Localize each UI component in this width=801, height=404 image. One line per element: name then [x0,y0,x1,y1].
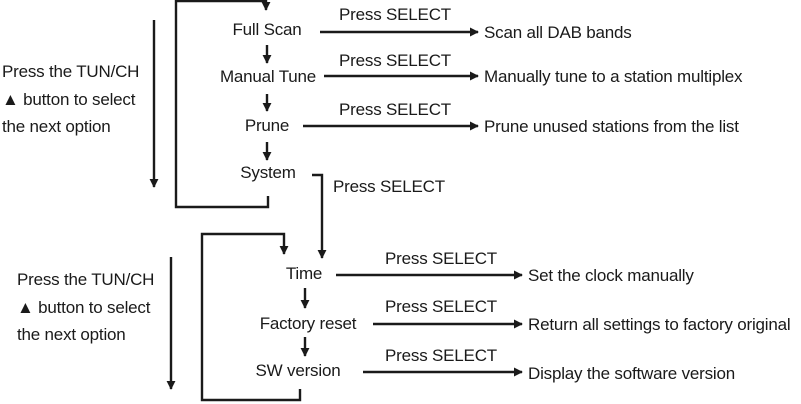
bottom-result-3: Display the software version [528,364,735,383]
option-system: System [240,163,296,182]
option-full-scan: Full Scan [232,20,302,39]
top-side-note-line-2: ▲ button to select [2,89,136,109]
option-sw-version: SW version [255,361,341,380]
bottom-side-note: Press the TUN/CH ▲ button to select the … [17,266,154,349]
bottom-press-select-2: Press SELECT [385,297,497,316]
top-loop-line [174,0,271,209]
bottom-side-note-line-3: the next option [17,325,126,344]
top-press-select-2: Press SELECT [339,51,451,70]
bottom-loop-line [200,232,302,402]
bottom-press-select-3: Press SELECT [385,346,497,365]
bottom-press-select-1: Press SELECT [385,249,497,268]
top-press-select-1: Press SELECT [339,5,451,24]
top-side-note-line-3: the next option [2,117,111,136]
top-result-1: Scan all DAB bands [484,23,632,42]
bottom-side-note-line-1: Press the TUN/CH [17,270,155,289]
bottom-side-note-line-2: ▲ button to select [17,297,151,317]
option-factory-reset: Factory reset [259,314,357,333]
top-press-select-3: Press SELECT [339,100,451,119]
system-to-time-arrow [312,173,327,259]
option-manual-tune: Manual Tune [219,67,317,86]
top-side-note: Press the TUN/CH ▲ button to select the … [2,58,139,141]
bottom-result-1: Set the clock manually [528,266,694,285]
top-result-3: Prune unused stations from the list [484,117,739,136]
option-prune: Prune [244,116,290,135]
option-time: Time [285,264,323,283]
top-result-2: Manually tune to a station multiplex [484,67,743,86]
system-press-select: Press SELECT [333,177,445,196]
top-side-note-line-1: Press the TUN/CH [2,62,140,81]
bottom-result-2: Return all settings to factory original [528,315,791,334]
